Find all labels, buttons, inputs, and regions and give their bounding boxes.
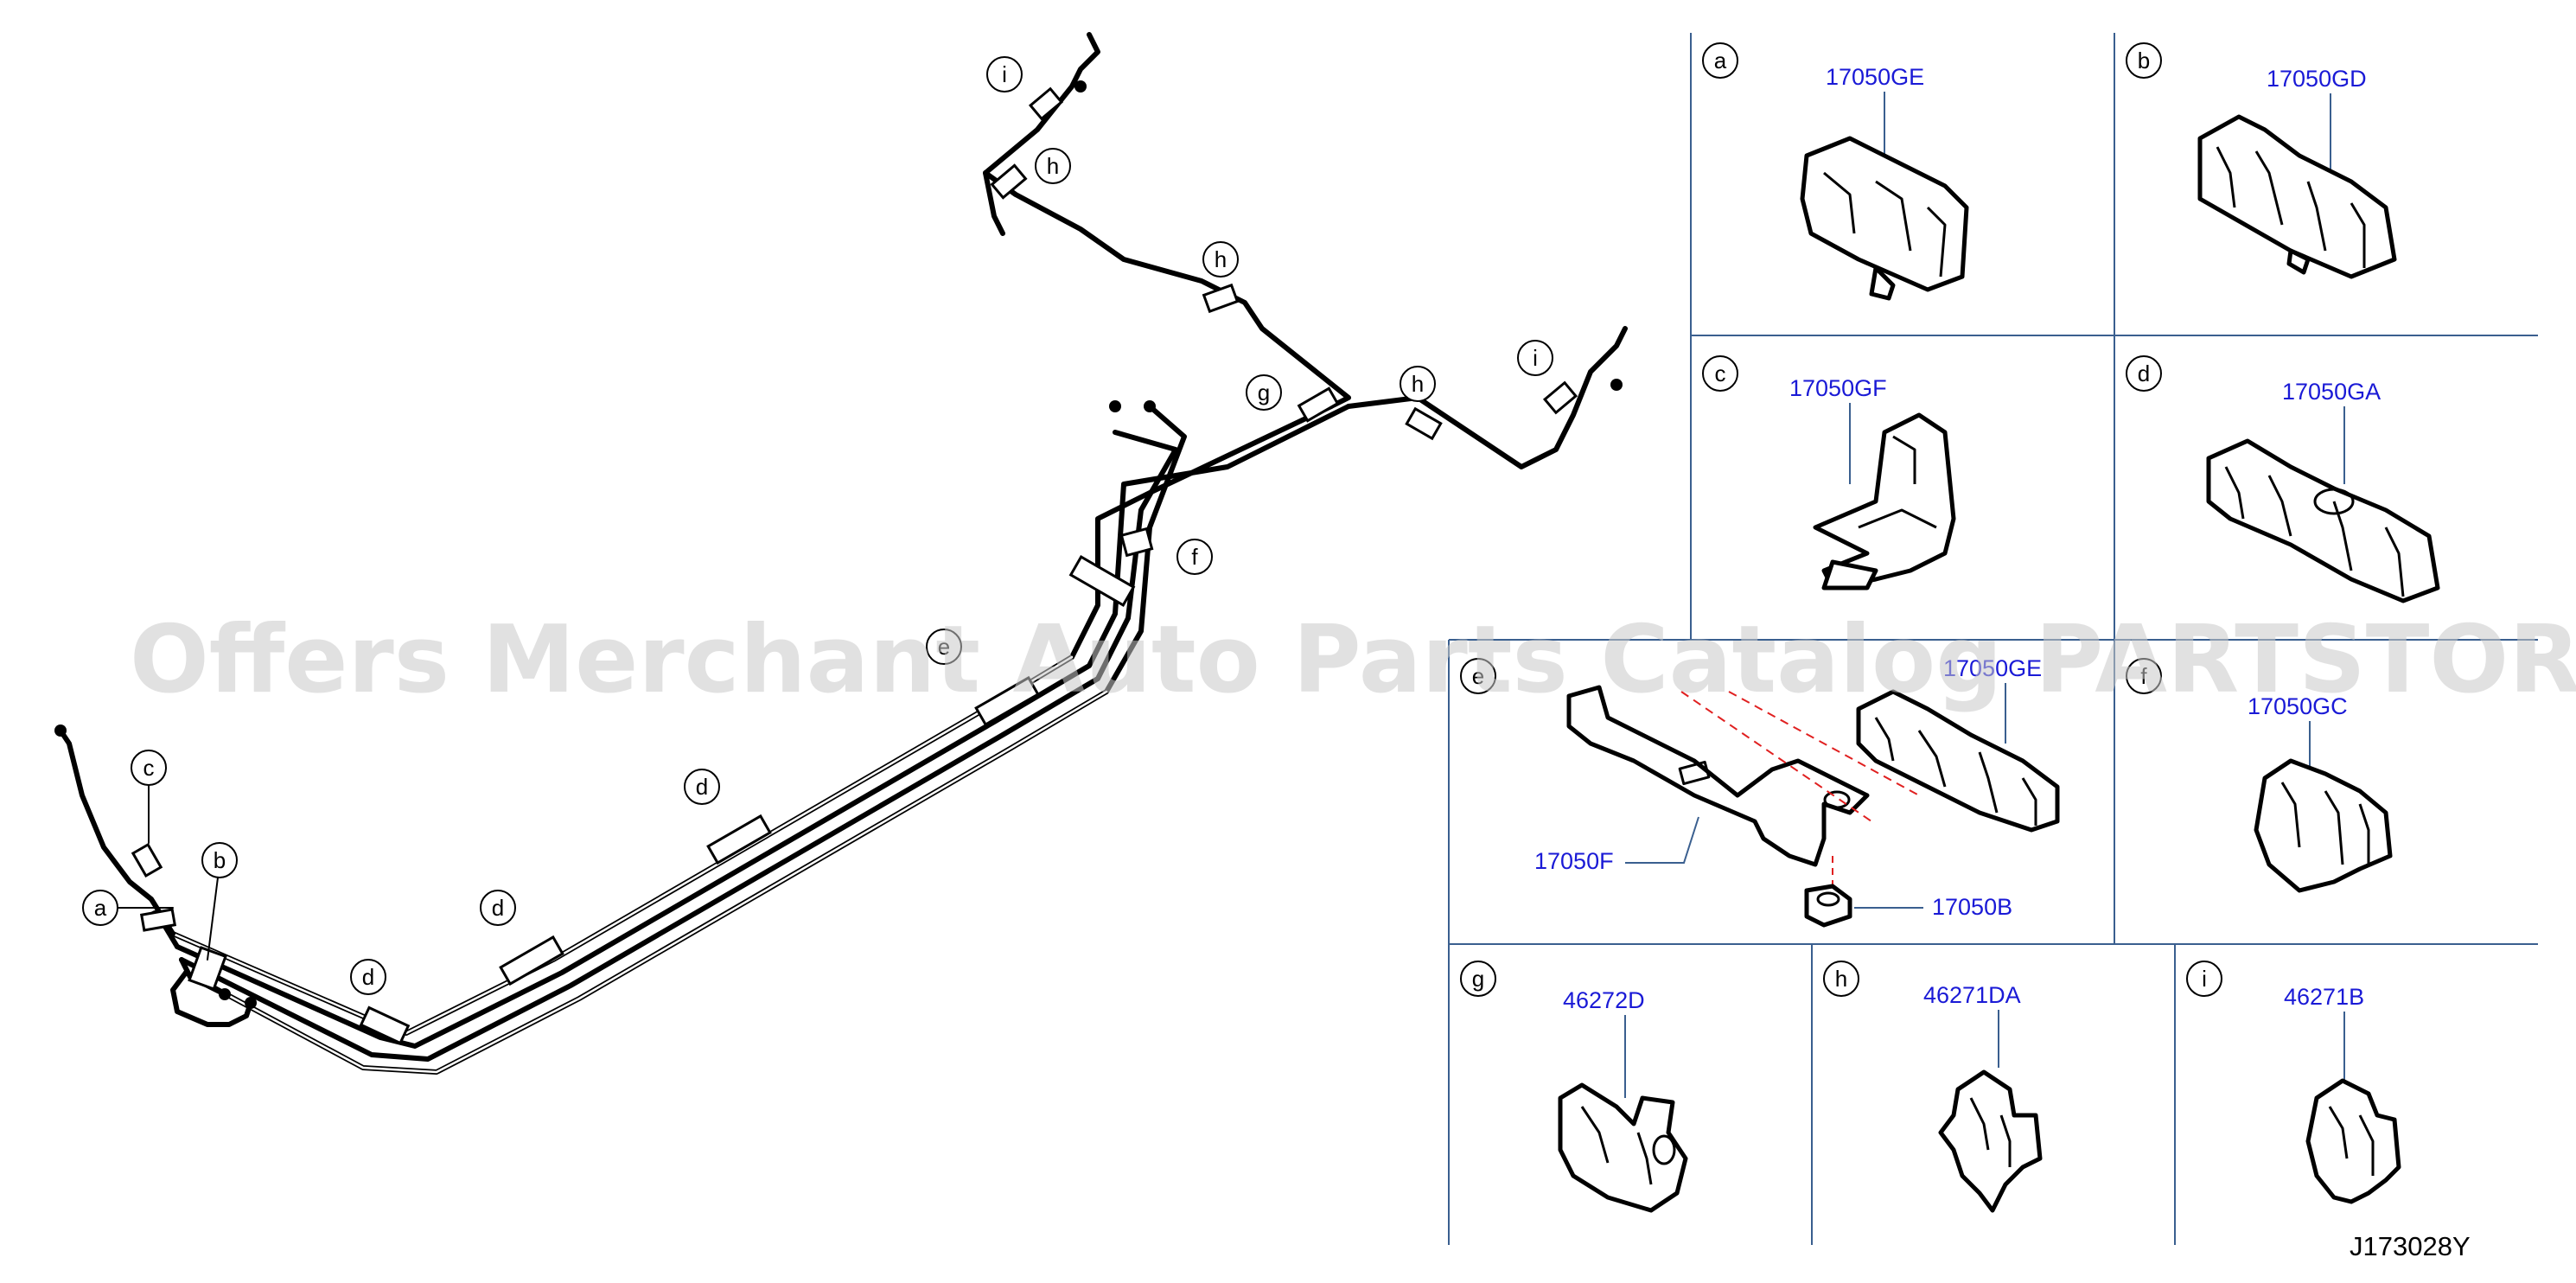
- callout-h-1: h: [1412, 371, 1424, 397]
- panel-g: g 46272D: [1460, 961, 1688, 1213]
- callout-h-3: h: [1047, 153, 1059, 179]
- panel-e-part-number: 17050GE: [1943, 655, 2042, 681]
- pipe-clip-icon: [1558, 1082, 1688, 1213]
- callout-a: a: [94, 895, 107, 921]
- panel-d: d 17050GA: [2126, 355, 2440, 603]
- panel-e: e 17050GE 17050F 17050B: [1460, 655, 2060, 928]
- panel-d-letter: d: [2138, 361, 2150, 386]
- panel-h-part-number: 46271DA: [1923, 982, 2021, 1008]
- panel-b-part-number: 17050GD: [2267, 66, 2367, 92]
- panel-c-part-number: 17050GF: [1789, 375, 1887, 401]
- panel-h: h 46271DA: [1823, 961, 2043, 1213]
- pipe-clip-icon: [2254, 758, 2393, 893]
- nut-icon: [1804, 884, 1852, 928]
- panel-g-part-number: 46272D: [1563, 987, 1645, 1013]
- callout-d-1: d: [362, 964, 374, 990]
- pipe-clip-icon: [1813, 412, 1956, 590]
- main-callouts: c b a d d d e f g h h h i i: [82, 56, 1553, 995]
- callout-b: b: [214, 847, 226, 873]
- callout-c: c: [143, 755, 155, 781]
- watermark: Offers Merchant Auto Parts Catalog PARTS…: [130, 606, 2576, 714]
- callout-h-2: h: [1215, 246, 1227, 272]
- panel-c-letter: c: [1715, 361, 1726, 386]
- panel-a-letter: a: [1714, 48, 1727, 73]
- fuel-brake-pipe-assembly: [54, 32, 1628, 1075]
- callout-e: e: [938, 634, 950, 660]
- pipe-clip-icon: [1856, 689, 2060, 833]
- panel-f-letter: f: [2140, 663, 2147, 689]
- panel-g-letter: g: [1472, 966, 1484, 992]
- panel-f-part-number: 17050GC: [2248, 693, 2348, 719]
- callout-d-3: d: [696, 774, 708, 800]
- callout-f: f: [1191, 544, 1198, 570]
- panel-e-letter: e: [1472, 663, 1484, 689]
- callout-i-1: i: [1002, 61, 1007, 87]
- panel-e-nut-part-number: 17050B: [1932, 894, 2012, 920]
- panel-a: a 17050GE: [1702, 42, 1969, 301]
- pipe-clip-icon: [2305, 1078, 2401, 1204]
- detail-panels-grid: [1448, 33, 2538, 1245]
- panel-i: i 46271B: [2186, 961, 2401, 1204]
- panel-i-part-number: 46271B: [2284, 984, 2364, 1010]
- pipe-clip-icon: [1938, 1069, 2043, 1213]
- panel-i-letter: i: [2202, 966, 2207, 992]
- panel-h-letter: h: [1835, 966, 1847, 992]
- pipe-clip-icon: [2206, 438, 2440, 603]
- panel-b-letter: b: [2138, 48, 2150, 73]
- callout-d-2: d: [492, 895, 504, 921]
- drawing-code: J173028Y: [2350, 1231, 2471, 1261]
- pipe-clip-icon: [2197, 114, 2397, 279]
- panel-c: c 17050GF: [1702, 355, 1956, 590]
- panel-d-part-number: 17050GA: [2282, 379, 2381, 405]
- callout-g: g: [1258, 380, 1270, 405]
- bracket-icon: [1566, 685, 1870, 867]
- callout-i-2: i: [1533, 345, 1538, 371]
- pipe-clip-icon: [1800, 136, 1969, 301]
- panel-b: b 17050GD: [2126, 42, 2397, 279]
- panel-a-part-number: 17050GE: [1826, 64, 1924, 90]
- panel-f: f 17050GC: [2126, 658, 2393, 893]
- panel-e-bracket-part-number: 17050F: [1534, 848, 1614, 874]
